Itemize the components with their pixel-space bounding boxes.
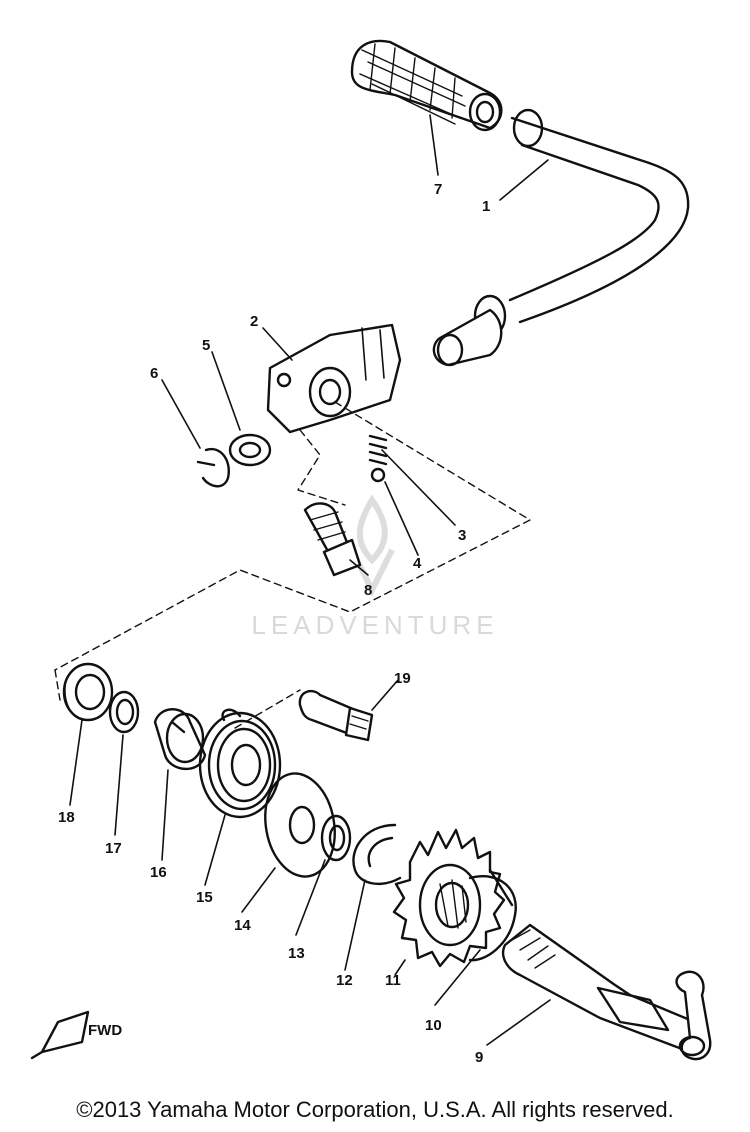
part-ball: [370, 467, 386, 483]
part-kick-crank: [432, 108, 690, 367]
part-kick-gear: [392, 828, 506, 968]
callout-16: 16: [150, 864, 167, 881]
part-circlip: [196, 447, 230, 488]
part-washer-13: [320, 814, 352, 862]
part-spring-small: [368, 434, 388, 466]
callout-14: 14: [234, 917, 251, 934]
callout-17: 17: [105, 840, 122, 857]
copyright-notice: ©2013 Yamaha Motor Corporation, U.S.A. A…: [76, 1097, 674, 1122]
callout-7: 7: [434, 181, 442, 198]
part-spring-guide: [153, 708, 207, 771]
callout-12: 12: [336, 972, 353, 989]
watermark: LEADVENTURE: [251, 494, 498, 640]
callout-3: 3: [458, 527, 466, 544]
callout-1: 1: [482, 198, 490, 215]
callout-labels: 1 2 3 4 5 6 7 8 9 10 11 12 13 14 15 16 1…: [58, 181, 490, 1066]
callout-11: 11: [385, 972, 401, 989]
assembly-line-upper: [54, 401, 531, 671]
fwd-label: FWD: [88, 1022, 122, 1039]
callout-10: 10: [425, 1017, 442, 1034]
callout-4: 4: [413, 555, 422, 572]
part-clip: [352, 823, 402, 886]
callout-19: 19: [394, 670, 411, 687]
callout-15: 15: [196, 889, 213, 906]
part-kick-axle: [501, 923, 712, 1061]
part-oil-seal: [62, 662, 114, 722]
callout-2: 2: [250, 313, 258, 330]
callout-13: 13: [288, 945, 305, 962]
assembly-line-lower: [54, 669, 301, 729]
part-washer-lower: [108, 690, 140, 734]
part-washer: [228, 433, 272, 467]
part-torsion-spring: [198, 708, 282, 819]
callout-18: 18: [58, 809, 75, 826]
watermark-flame-icon: [349, 494, 395, 597]
watermark-text: LEADVENTURE: [251, 610, 498, 640]
fwd-arrow-icon: [30, 1010, 90, 1060]
callout-5: 5: [202, 337, 210, 354]
kick-starter-exploded-diagram: LEADVENTURE: [30, 39, 712, 1066]
part-kick-boss: [266, 323, 402, 434]
part-spring-clip: [468, 868, 517, 962]
part-bolt: [303, 502, 362, 577]
part-pin: [298, 689, 374, 742]
leader-lines: [69, 114, 551, 1046]
part-plate-washer: [264, 772, 336, 878]
part-grip: [350, 39, 503, 132]
callout-6: 6: [150, 365, 158, 382]
callout-8: 8: [364, 582, 372, 599]
callout-9: 9: [475, 1049, 483, 1066]
